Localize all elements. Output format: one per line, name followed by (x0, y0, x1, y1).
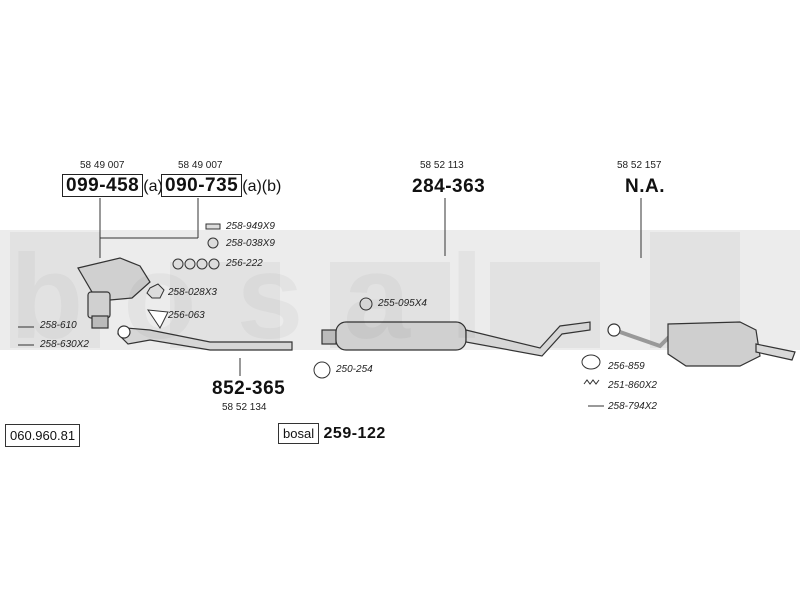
accessory-icons (18, 223, 604, 407)
part3-ref: 58 52 113 (420, 160, 464, 171)
accessory-label-10: 256-859 (608, 361, 645, 372)
leader-lines (99, 198, 642, 376)
manifold-catalyst (77, 257, 151, 329)
accessory-label-2: 258-038X9 (226, 238, 275, 249)
part1-label: 099-458(a) (62, 174, 163, 197)
part3-number: 284-363 (412, 176, 486, 197)
accessory-label-1: 258-949X9 (226, 221, 275, 232)
nut-icon (207, 237, 219, 249)
hex-nut-icon (146, 283, 165, 299)
part2-suffix: (a)(b) (242, 178, 282, 195)
part2-number: 090-735 (161, 174, 243, 197)
clamp-icon (359, 297, 373, 311)
part5-number: 852-365 (212, 378, 286, 399)
bosal-logo: bosal (278, 423, 320, 444)
catalog-code: 060.960.81 (5, 424, 81, 447)
accessory-label-7: 258-630X2 (40, 339, 89, 350)
part6-label: bosal 259-122 (278, 423, 386, 444)
part4-ref: 58 52 157 (617, 160, 662, 171)
gasket-icon (146, 309, 169, 329)
spring-icon (583, 379, 600, 385)
accessory-label-3: 256-222 (226, 258, 263, 269)
gasket-set-icon (172, 258, 220, 270)
part1-number: 099-458 (62, 174, 144, 197)
part5-ref: 58 52 134 (222, 402, 267, 413)
part6-number: 259-122 (323, 425, 386, 442)
part2-label: 090-735(a)(b) (161, 174, 282, 197)
watermark-text: bosal (10, 228, 523, 366)
part1-suffix: (a) (143, 178, 163, 195)
front-pipe (117, 325, 293, 351)
accessory-label-5: 256-063 (168, 310, 205, 321)
middle-silencer (321, 321, 591, 357)
accessory-label-8: 255-095X4 (378, 298, 427, 309)
rear-silencer (607, 321, 796, 367)
accessory-label-11: 251-860X2 (608, 380, 657, 391)
part2-ref: 58 49 007 (178, 160, 223, 171)
accessory-label-6: 258-610 (40, 320, 77, 331)
watermark-letters (10, 232, 740, 348)
bolt-icon (205, 223, 221, 230)
accessory-label-9: 250-254 (336, 364, 373, 375)
accessory-label-12: 258-794X2 (608, 401, 657, 412)
accessory-label-4: 258-028X3 (168, 287, 217, 298)
seal-ring-icon (581, 354, 601, 370)
part1-ref: 58 49 007 (80, 160, 125, 171)
part4-number: N.A. (625, 176, 665, 197)
clamp-ring-icon (313, 361, 331, 379)
